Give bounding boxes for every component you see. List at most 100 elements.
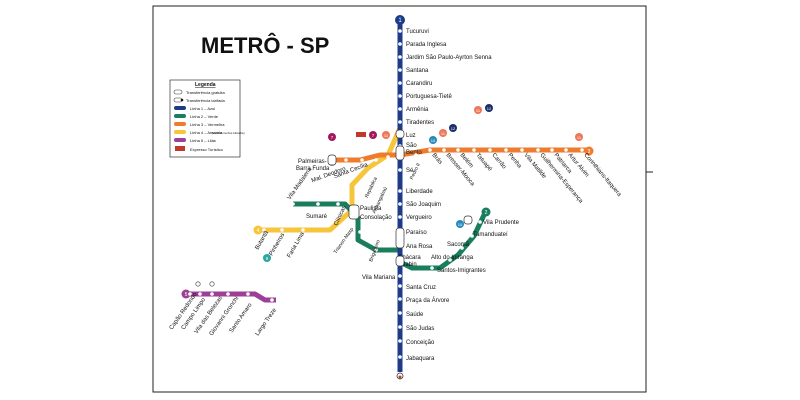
- station-marker[interactable]: [398, 81, 402, 85]
- legend-line2-swatch: [174, 114, 186, 118]
- station-alto-do-ipiranga[interactable]: Alto do Ipiranga: [431, 255, 474, 262]
- station-sao-judas[interactable]: São Judas: [398, 325, 434, 332]
- station-marker[interactable]: [398, 202, 402, 206]
- station-marker[interactable]: [398, 339, 402, 343]
- station-sacoma[interactable]: Sacomã: [447, 242, 470, 250]
- station-marker[interactable]: [472, 148, 476, 152]
- station-marker[interactable]: [456, 148, 460, 152]
- station-marker[interactable]: [398, 55, 402, 59]
- station-marker[interactable]: [398, 284, 402, 288]
- station-marker[interactable]: [226, 292, 230, 296]
- station-marker[interactable]: [358, 230, 362, 234]
- cptm-9-icon: [263, 254, 271, 262]
- station-marker[interactable]: [398, 107, 402, 111]
- station-saude[interactable]: Saúde: [398, 311, 424, 318]
- legend-item-line4: Linha 4 – Amarela (somente trechos indic…: [174, 130, 245, 135]
- station-marker[interactable]: [374, 248, 378, 252]
- station-jardim-sao-paulo[interactable]: Jardim São Paulo-Ayrton Senna: [398, 55, 492, 61]
- station-se[interactable]: Sé: [398, 168, 414, 174]
- station-marker[interactable]: [442, 148, 446, 152]
- station-marker[interactable]: [246, 292, 250, 296]
- station-marker[interactable]: [470, 234, 474, 238]
- station-marker[interactable]: [301, 228, 305, 232]
- station-marker[interactable]: [360, 158, 364, 162]
- station-praca-da-arvore[interactable]: Praça da Árvore: [398, 297, 450, 304]
- station-marker[interactable]: [536, 148, 540, 152]
- interchange-markers: [327, 129, 473, 267]
- station-marker[interactable]: [291, 202, 295, 206]
- station-portuguesa-tiete[interactable]: Portuguesa-Tietê: [398, 94, 452, 100]
- station-marker[interactable]: [398, 311, 402, 315]
- station-marker[interactable]: [262, 228, 266, 232]
- cptm-7-icon: [328, 133, 336, 141]
- station-jabaquara[interactable]: Jabaquara: [398, 355, 435, 362]
- station-label: Alto do Ipiranga: [431, 255, 474, 261]
- station-marker[interactable]: [460, 246, 464, 250]
- station-santos-imigrantes[interactable]: Santos-Imigrantes: [430, 266, 486, 274]
- station-armenia[interactable]: Armênia: [398, 107, 429, 113]
- station-marker[interactable]: [564, 148, 568, 152]
- station-vila-mariana[interactable]: Vila Mariana: [362, 274, 402, 281]
- station-tiradentes[interactable]: Tiradentes: [398, 120, 434, 126]
- station-sumare[interactable]: Sumaré: [306, 202, 328, 220]
- station-marker[interactable]: [398, 189, 402, 193]
- station-marker[interactable]: [398, 42, 402, 46]
- station-vergueiro[interactable]: Vergueiro: [398, 215, 432, 221]
- station-marker[interactable]: [188, 292, 192, 296]
- station-carandiru[interactable]: Carandiru: [398, 81, 432, 87]
- station-marker[interactable]: [398, 215, 402, 219]
- station-marker[interactable]: [430, 266, 434, 270]
- station-marker[interactable]: [414, 153, 418, 157]
- station-marker[interactable]: [270, 298, 274, 302]
- station-marker[interactable]: [398, 355, 402, 359]
- badge-line4-icon: [253, 225, 263, 235]
- badge-line3-label: 3: [588, 149, 591, 155]
- station-conceicao[interactable]: Conceição: [398, 339, 435, 346]
- legend-label: Linha 2 – Verde: [190, 114, 219, 119]
- station-marker[interactable]: [316, 202, 320, 206]
- station-marker[interactable]: [398, 168, 402, 172]
- station-marker[interactable]: [550, 148, 554, 152]
- station-marker[interactable]: [398, 120, 402, 124]
- station-marker[interactable]: [398, 325, 402, 329]
- station-marker[interactable]: [580, 148, 584, 152]
- station-marker[interactable]: [398, 68, 402, 72]
- station-marker[interactable]: [398, 94, 402, 98]
- station-marker[interactable]: [210, 292, 214, 296]
- station-santana[interactable]: Santana: [398, 68, 429, 74]
- station-marker[interactable]: [398, 29, 402, 33]
- station-tucuruvi[interactable]: Tucuruvi: [398, 29, 429, 35]
- station-marker[interactable]: [428, 148, 432, 152]
- station-vila-prudente[interactable]: Vila Prudente: [478, 220, 520, 226]
- station-liberdade[interactable]: Liberdade: [398, 189, 433, 195]
- interchange-chacara-klabin-icon: [395, 255, 405, 267]
- station-marker[interactable]: [198, 292, 202, 296]
- station-marker[interactable]: [344, 158, 348, 162]
- station-marker[interactable]: [488, 148, 492, 152]
- station-marker[interactable]: [374, 158, 378, 162]
- station-label-line: Klabin: [400, 262, 417, 268]
- station-marker[interactable]: [504, 148, 508, 152]
- station-santa-cruz[interactable]: Santa Cruz: [398, 284, 436, 291]
- station-label: Tamanduateí: [473, 232, 508, 238]
- station-tamanduatei[interactable]: Tamanduateí: [470, 232, 508, 238]
- station-sao-joaquim[interactable]: São Joaquim: [398, 202, 441, 208]
- cptm-11-icon: [474, 106, 482, 114]
- station-label: Tucuruvi: [406, 29, 429, 35]
- station-marker[interactable]: [386, 155, 390, 159]
- station-marker[interactable]: [478, 220, 482, 224]
- station-label: Palmeiras-Barra Funda: [296, 159, 330, 172]
- cptm-12-icon: [485, 104, 493, 112]
- legend-item-paid-transfer: Transferência tarifada: [173, 97, 226, 103]
- station-label: São Judas: [406, 326, 434, 332]
- station-marker[interactable]: [520, 148, 524, 152]
- station-marker[interactable]: [280, 228, 284, 232]
- station-marker[interactable]: [398, 274, 402, 278]
- station-marker[interactable]: [398, 297, 402, 301]
- station-marker[interactable]: [448, 258, 452, 262]
- station-parada-inglesa[interactable]: Parada Inglesa: [398, 42, 447, 48]
- station-marker[interactable]: [336, 202, 340, 206]
- station-palmeiras-barra-funda[interactable]: Palmeiras-Barra Funda: [296, 159, 330, 172]
- station-label: Portuguesa-Tietê: [406, 94, 452, 100]
- station-paulista[interactable]: Paulista: [360, 206, 382, 212]
